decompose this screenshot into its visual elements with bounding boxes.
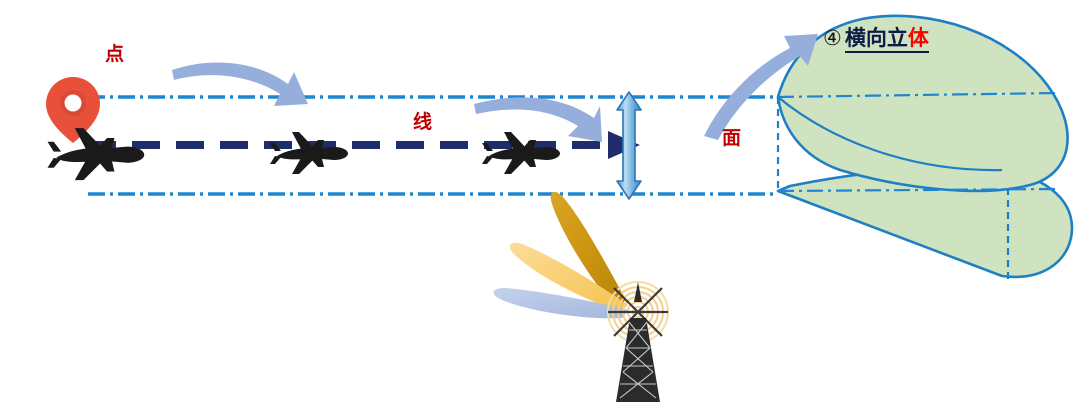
beam-lobe-upper [550, 191, 626, 308]
lateral-volume-lobes [776, 14, 1074, 283]
lobe-lower-centerline [777, 187, 1061, 193]
title-main-label: 横向立 [844, 26, 908, 50]
curved-arrow-plane-to-volume [704, 34, 818, 140]
title-accent-label: 体 [907, 26, 929, 50]
location-pin-icon [46, 77, 100, 143]
curved-arrow-line-to-extent [474, 97, 602, 142]
title-number-badge: ④ [823, 26, 842, 50]
aircraft-icon [47, 128, 145, 181]
corridor-guides [88, 95, 778, 196]
label-point: 点 [105, 43, 125, 65]
lobe-upper-centerline [777, 91, 1059, 99]
label-plane: 面 [722, 127, 742, 149]
radar-tower-icon [607, 281, 669, 402]
radar-beam-lobes [493, 191, 628, 319]
vertical-extent-arrow [616, 91, 642, 200]
beam-lobe-lower [493, 288, 628, 319]
beam-lobe-middle [509, 242, 628, 312]
curved-arrow-point-to-line [172, 62, 308, 106]
aircraft-icon [482, 132, 560, 174]
lobe-seam [777, 96, 1003, 172]
label-line: 线 [413, 111, 433, 133]
curved-arrows [172, 34, 818, 142]
aircraft-icon [270, 132, 348, 174]
lobe-upper [776, 14, 1069, 193]
title-main-text: 横向立体 [844, 26, 929, 53]
